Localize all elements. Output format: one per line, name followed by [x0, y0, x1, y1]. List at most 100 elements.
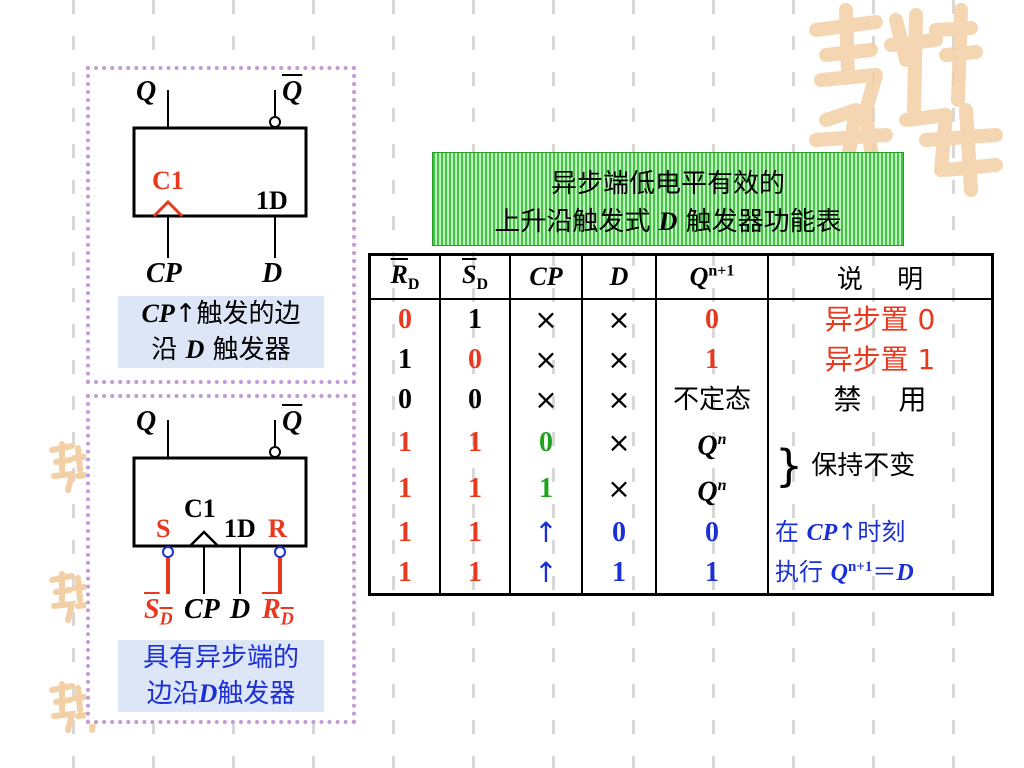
table-row: 1 0 × × 1 异步置 1 [368, 340, 994, 380]
cell: 0 [439, 340, 511, 380]
watermark-logo [49, 681, 98, 733]
cell: 1 [581, 552, 657, 595]
caption-cp: CP [141, 299, 175, 328]
cell: 0 [655, 512, 769, 553]
sd-input-label: SD [144, 594, 173, 630]
bg-pattern [232, 0, 235, 768]
edge-d-flipflop-panel: Q Q C1 1D CP D CP↑触发的边 沿 D 触发器 [86, 66, 356, 384]
function-table: RD SD CP D Qn+1 说 明 0 1 × × 0 异步置 0 1 0 … [368, 253, 994, 596]
r-label: R [268, 514, 287, 543]
caption-text: 具有异步端的 [142, 643, 299, 673]
header-text: R [390, 259, 408, 289]
table-row: 1 1 ↑ 1 1 [368, 552, 993, 595]
cell-var: Q [697, 430, 718, 462]
cell: 1 [368, 466, 441, 513]
cell: ↑ [509, 512, 583, 553]
cell: × [509, 299, 583, 340]
header-cp: CP [509, 254, 583, 300]
table-row: 1 1 0 × Qn } 保持不变 [368, 420, 994, 513]
cell-var: Q [697, 476, 718, 508]
panel-caption: CP↑触发的边 沿 D 触发器 [118, 296, 324, 368]
caption-text: 触发器 [217, 679, 296, 709]
cp-input-label: CP [184, 594, 220, 625]
header-qn1: Qn+1 [655, 254, 769, 300]
s-label: S [156, 514, 171, 543]
cell: 0 [368, 380, 441, 420]
q-output-label: Q [136, 76, 157, 107]
cell: × [509, 380, 583, 420]
note-var: D [896, 560, 914, 587]
note-sup: n+1 [847, 559, 873, 576]
hold-note: 保持不变 [811, 451, 916, 482]
caption-text: 触发器 [212, 335, 291, 365]
cell: 0 [439, 380, 511, 420]
cell: 0 [581, 512, 657, 553]
header-sub: D [407, 276, 420, 294]
cell: Qn [655, 420, 769, 467]
cell: 1 [368, 512, 441, 553]
rd-subscript: D [280, 608, 294, 629]
c1-label: C1 [152, 166, 184, 195]
table-row: 1 1 ↑ 0 0 在 CP↑时刻 执行 Qn+1＝D [368, 512, 994, 595]
q-output-label: Q [136, 406, 157, 437]
cell: 异步置 1 [767, 340, 994, 380]
cell: 1 [368, 552, 441, 595]
bg-pattern [72, 0, 75, 768]
cell: 1 [439, 420, 511, 467]
d-input-label: D [230, 594, 251, 625]
d-input-label: D [262, 258, 283, 289]
note-text: ↑时刻 [837, 518, 906, 547]
watermark-logo [49, 571, 98, 623]
rd-text: R [262, 594, 281, 625]
cell: × [509, 340, 583, 380]
cell: ↑ [509, 552, 583, 595]
header-description: 说 明 [767, 254, 994, 300]
cell: × [581, 299, 657, 340]
async-d-flipflop-panel: Q Q C1 1D S R SD CP D RD 具有异步端的 边沿D触发器 [86, 394, 356, 724]
note-text: 执行 [775, 558, 823, 587]
cell-sup: n [717, 477, 727, 495]
header-text: Q [689, 262, 709, 291]
title-text: 上升沿触发式 [494, 207, 651, 237]
cell: 异步置 0 [767, 299, 994, 340]
sd-text: S [144, 594, 160, 625]
1d-label: 1D [224, 514, 256, 543]
header-d: D [581, 254, 657, 300]
caption-text: ↑触发的边 [174, 299, 301, 329]
1d-label: 1D [256, 186, 288, 215]
table-row: 1 1 1 × Qn [368, 466, 993, 513]
header-sup: n+1 [708, 262, 735, 280]
cell: 1 [439, 512, 511, 553]
cell: 1 [509, 466, 583, 513]
cell: × [581, 466, 657, 513]
cell: × [581, 420, 657, 467]
cell: Qn [655, 466, 769, 513]
table-header-row: RD SD CP D Qn+1 说 明 [368, 254, 994, 300]
watermark-logo [49, 441, 98, 493]
cell: 0 [655, 299, 769, 340]
brace-icon: } [775, 440, 803, 492]
header-sd: SD [439, 254, 511, 300]
title-line-1: 异步端低电平有效的 [550, 169, 785, 199]
table-row: 0 1 × × 0 异步置 0 [368, 299, 994, 340]
title-text: 触发器功能表 [685, 207, 842, 237]
caption-var: D [198, 679, 218, 708]
cell: 0 [368, 299, 441, 340]
clock-note-cell: 在 CP↑时刻 执行 Qn+1＝D [767, 512, 994, 595]
note-text: 在 [775, 518, 799, 547]
caption-text: 边沿 [146, 679, 199, 709]
header-rd: RD [368, 254, 441, 300]
cell: 1 [439, 299, 511, 340]
header-sub: D [476, 276, 489, 294]
cell: 禁 用 [767, 380, 994, 420]
cell: 1 [368, 340, 441, 380]
flipflop-symbol [132, 90, 308, 258]
note-text: ＝ [872, 558, 897, 587]
cell: × [581, 380, 657, 420]
hold-note-cell: } 保持不变 [767, 420, 994, 513]
cell: 1 [655, 552, 769, 595]
cell: × [581, 340, 657, 380]
rd-input-label: RD [262, 594, 294, 630]
bg-pattern [152, 0, 155, 768]
cell: 1 [368, 420, 441, 467]
